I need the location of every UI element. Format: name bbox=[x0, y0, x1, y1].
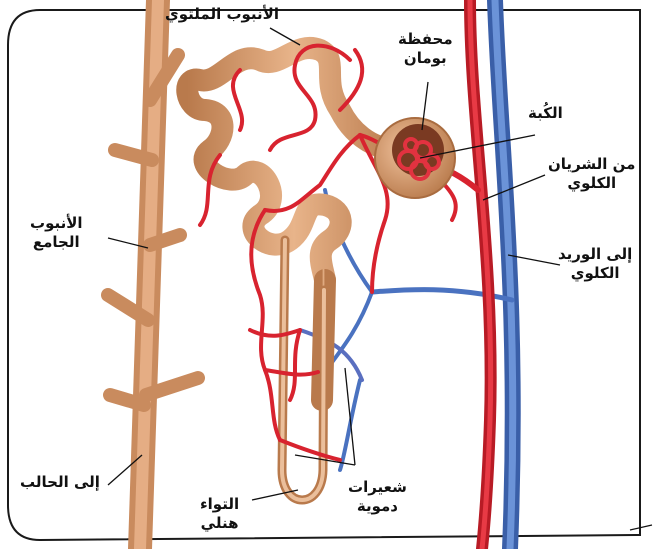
label-renal-artery-line1: من الشريان bbox=[548, 155, 635, 174]
label-renal-artery: من الشريان الكلوي bbox=[548, 155, 635, 193]
label-renal-vein-line2: الكلوي bbox=[558, 264, 632, 283]
label-renal-vein-line1: إلى الوريد bbox=[558, 245, 632, 264]
label-bowmans-capsule: محفظة بومان bbox=[398, 30, 453, 68]
label-collecting-duct-line2: الجامع bbox=[30, 233, 83, 252]
label-capillaries: شعيرات دموية bbox=[348, 478, 407, 516]
label-convoluted-tubule: الأنبوب الملتوي bbox=[165, 5, 279, 24]
label-to-ureter: إلى الحالب bbox=[20, 473, 100, 492]
label-collecting-duct: الأنبوب الجامع bbox=[30, 214, 83, 252]
label-loop-of-henle-line2: هنلي bbox=[200, 514, 239, 533]
label-loop-of-henle-line1: التواء bbox=[200, 495, 239, 514]
renal-artery bbox=[432, 0, 491, 549]
label-loop-of-henle: التواء هنلي bbox=[200, 495, 239, 533]
label-renal-artery-line2: الكلوي bbox=[548, 174, 635, 193]
label-capillaries-line1: شعيرات bbox=[348, 478, 407, 497]
label-renal-vein: إلى الوريد الكلوي bbox=[558, 245, 632, 283]
label-bowmans-capsule-line2: بومان bbox=[398, 49, 453, 68]
label-collecting-duct-line1: الأنبوب bbox=[30, 214, 83, 233]
label-capillaries-line2: دموية bbox=[348, 497, 407, 516]
label-glomerulus: الكُبة bbox=[528, 104, 563, 123]
label-bowmans-capsule-line1: محفظة bbox=[398, 30, 453, 49]
convoluted-tubule bbox=[187, 48, 400, 400]
